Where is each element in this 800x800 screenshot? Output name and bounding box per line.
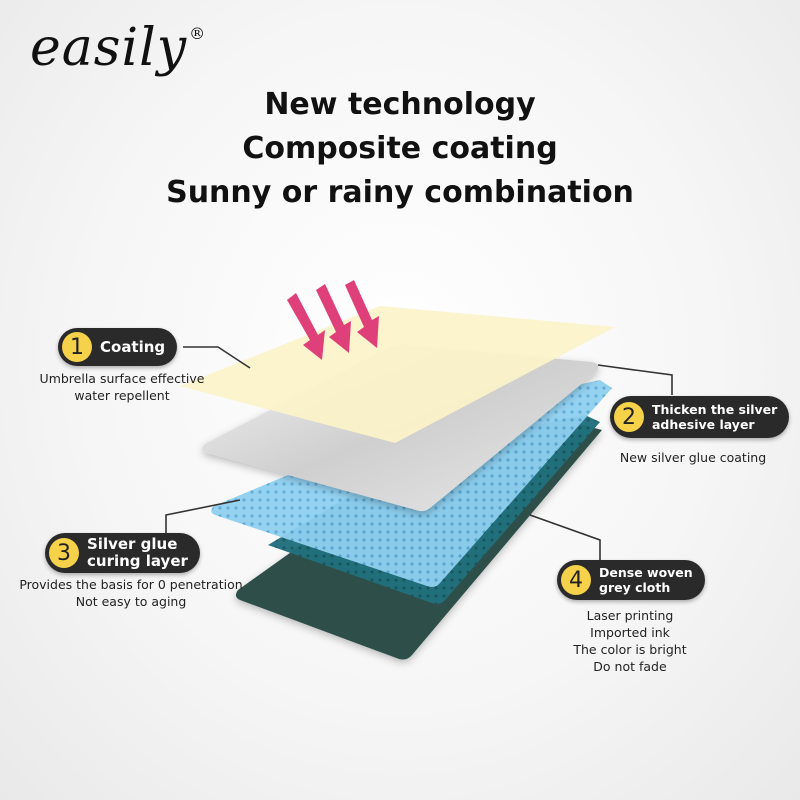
layer-3-desc-line: Provides the basis for 0 penetration	[19, 577, 243, 592]
layer-3-label: Silver glue curing layer	[79, 536, 200, 570]
layer-3-label-line: Silver glue	[87, 535, 178, 553]
layer-4-label-line: grey cloth	[599, 580, 671, 595]
layer-2-label-line: Thicken the silver	[652, 402, 778, 417]
layer-4-number: 4	[561, 565, 591, 595]
layer-4-desc-line: Do not fade	[593, 659, 667, 674]
layer-3-callout: 3 Silver glue curing layer	[45, 533, 200, 573]
headline-line-1: New technology	[264, 87, 536, 122]
brand-logo: easily®	[30, 22, 206, 74]
layer-2-label-line: adhesive layer	[652, 417, 755, 432]
layer-4-desc-line: The color is bright	[573, 642, 687, 657]
layer-3-description: Provides the basis for 0 penetration Not…	[15, 576, 247, 610]
layer-4-label: Dense woven grey cloth	[591, 565, 705, 595]
layer-2-callout: 2 Thicken the silver adhesive layer	[610, 396, 790, 438]
layer-4-description: Laser printing Imported ink The color is…	[560, 607, 700, 675]
registered-mark: ®	[189, 24, 207, 43]
down-arrow-icon	[287, 280, 379, 360]
layer-1-number: 1	[62, 332, 92, 362]
layer-2-description: New silver glue coating	[612, 449, 774, 466]
layer-4-desc-line: Imported ink	[590, 625, 670, 640]
layer-2-number: 2	[614, 402, 644, 432]
layer-3-desc-line: Not easy to aging	[75, 594, 187, 609]
layer-coating	[180, 306, 615, 443]
layer-4-label-line: Dense woven	[599, 565, 693, 580]
layer-1-desc-line: Umbrella surface effective	[39, 371, 205, 386]
leader-lines	[165, 346, 673, 560]
headline-line-2: Composite coating	[242, 131, 558, 166]
layer-1-description: Umbrella surface effective water repelle…	[37, 370, 207, 404]
layer-3-number: 3	[49, 538, 79, 568]
layer-2-label: Thicken the silver adhesive layer	[644, 402, 789, 432]
layer-1-callout: 1 Coating	[58, 328, 178, 366]
layer-4-desc-line: Laser printing	[586, 608, 674, 623]
layer-1-desc-line: water repellent	[74, 388, 170, 403]
layer-2-desc-line: New silver glue coating	[619, 450, 767, 465]
brand-name: easily	[30, 18, 188, 78]
layer-4-callout: 4 Dense woven grey cloth	[557, 560, 705, 600]
layer-3-label-line: curing layer	[87, 552, 188, 570]
headline-line-3: Sunny or rainy combination	[166, 175, 634, 210]
layer-1-label: Coating	[100, 337, 166, 356]
